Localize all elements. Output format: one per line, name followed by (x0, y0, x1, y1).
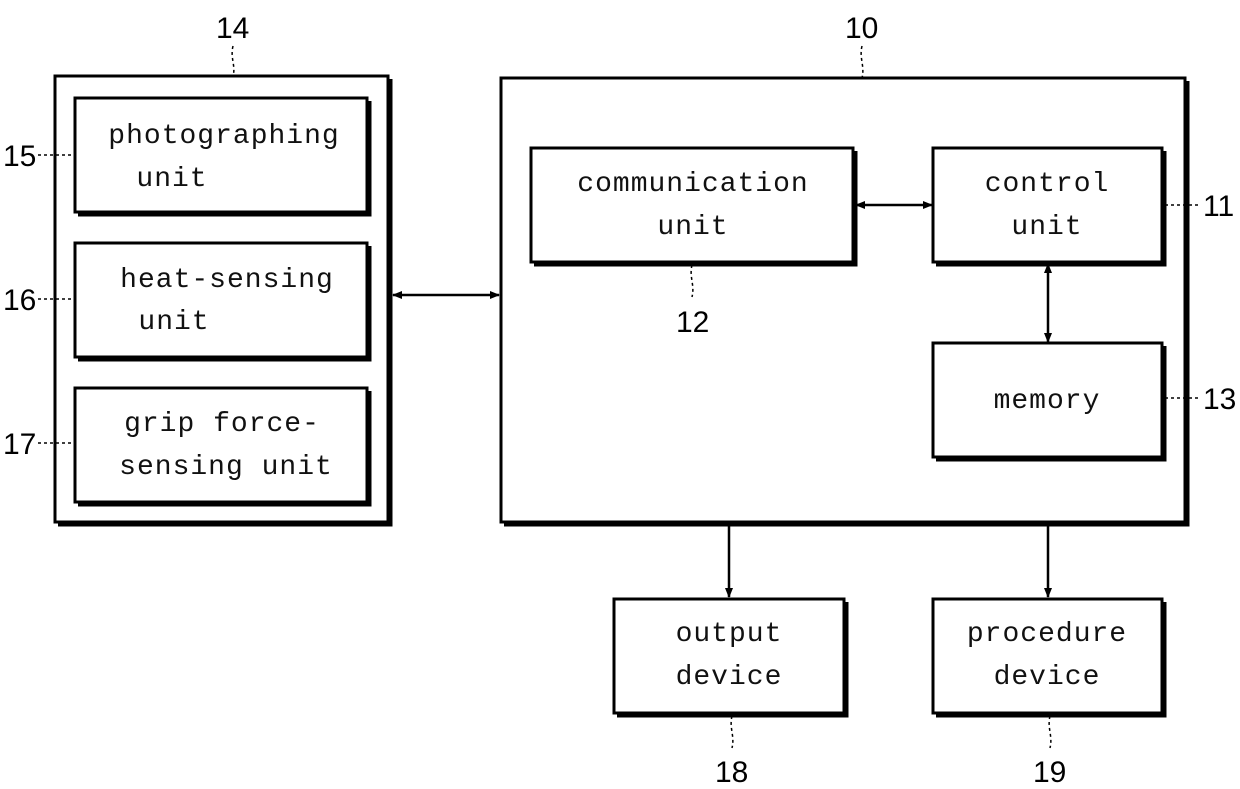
ref-13: 13 (1203, 383, 1236, 416)
output-device-label-2: device (676, 662, 783, 693)
ref-10: 10 (845, 12, 878, 45)
procedure-device-label-2: device (994, 662, 1101, 693)
ref-14: 14 (216, 12, 249, 45)
ref-10-leader (861, 46, 863, 78)
communication-unit-block: communication unit (531, 148, 856, 265)
control-unit-label-2: unit (1011, 212, 1082, 243)
heat-sensing-unit-label-2: unit (138, 307, 209, 338)
grip-force-unit-label-1: grip force- (124, 409, 320, 440)
output-device-block: output device (614, 599, 847, 716)
ref-11: 11 (1203, 190, 1234, 223)
ref-16: 16 (3, 284, 36, 317)
ref-18: 18 (715, 756, 748, 789)
ref-15: 15 (3, 140, 36, 173)
procedure-device-label-1: procedure (967, 619, 1127, 650)
ref-14-leader (232, 46, 234, 76)
output-device-label-1: output (676, 619, 783, 650)
control-unit-block: control unit (933, 148, 1165, 265)
ref-19-leader (1049, 716, 1051, 748)
heat-sensing-unit-block: heat-sensing unit (75, 243, 370, 360)
ref-12: 12 (676, 306, 709, 339)
ref-17: 17 (3, 428, 36, 461)
heat-sensing-unit-label-1: heat-sensing (120, 265, 334, 296)
memory-block: memory (933, 343, 1165, 460)
ref-19: 19 (1033, 756, 1066, 789)
memory-label: memory (994, 386, 1101, 417)
photographing-unit-label-2: unit (136, 164, 207, 195)
communication-unit-label-1: communication (577, 169, 808, 200)
photographing-unit-label-1: photographing (108, 121, 339, 152)
communication-unit-label-2: unit (657, 212, 728, 243)
ref-18-leader (731, 716, 733, 748)
control-unit-label-1: control (985, 169, 1110, 200)
procedure-device-block: procedure device (933, 599, 1165, 716)
grip-force-unit-label-2: sensing unit (119, 452, 333, 483)
grip-force-unit-block: grip force- sensing unit (75, 388, 370, 505)
photographing-unit-block: photographing unit (75, 98, 370, 215)
